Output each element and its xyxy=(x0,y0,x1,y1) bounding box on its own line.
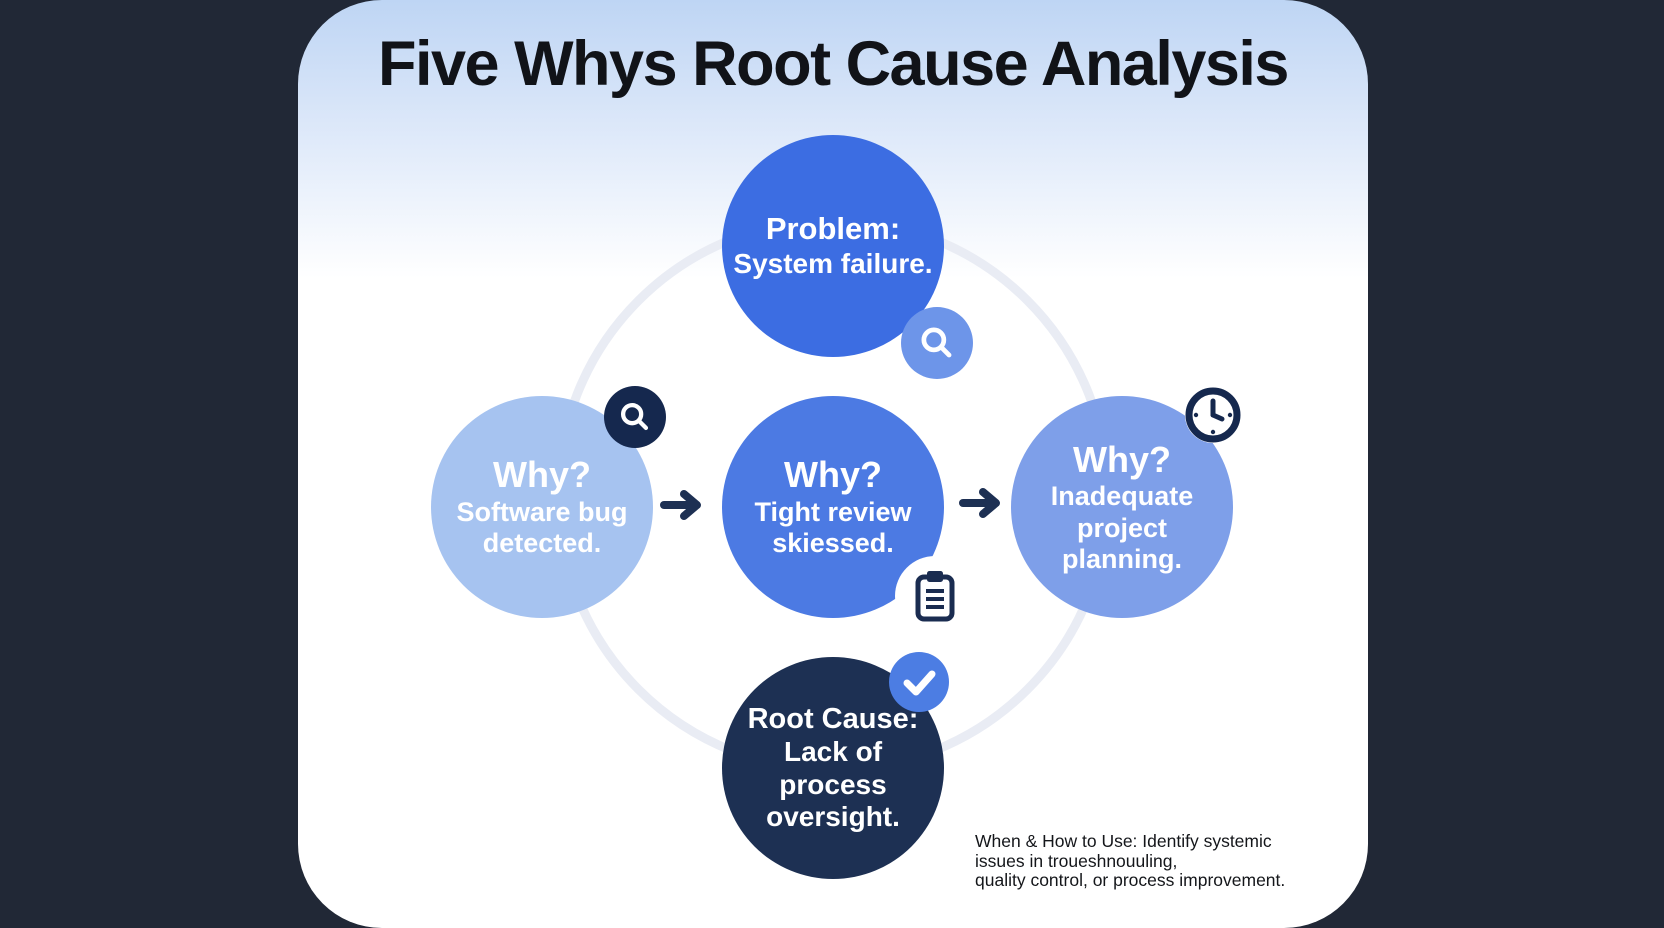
node-problem-heading: Problem: xyxy=(765,211,901,247)
node-why-1-heading: Why? xyxy=(493,454,591,496)
node-why-1-body: Software bug detected. xyxy=(456,496,628,559)
arrow-right-icon xyxy=(959,488,1000,518)
why-2-badge xyxy=(895,556,975,636)
node-why-3-body: Inadequate project planning. xyxy=(1050,481,1194,574)
check-icon xyxy=(903,670,936,696)
node-problem-body: System failure. xyxy=(733,248,933,280)
usage-footnote-line: issues in troueshnouuling, xyxy=(975,850,1178,871)
problem-badge xyxy=(901,307,973,379)
usage-footnote-line: quality control, or process improvement. xyxy=(975,870,1286,891)
usage-footnote-line: When & How to Use: Identify systemic xyxy=(975,831,1272,851)
node-why-2-heading: Why? xyxy=(784,454,882,496)
node-why-3-heading: Why? xyxy=(1073,438,1171,480)
usage-footnote: When & How to Use: Identify systemic iss… xyxy=(975,831,1335,891)
node-root-cause-heading: Root Cause: xyxy=(747,703,919,736)
node-root-cause-body: Lack of process oversight. xyxy=(766,736,900,833)
clipboard-icon xyxy=(915,571,955,622)
why-3-badge xyxy=(1185,387,1241,443)
search-icon xyxy=(620,402,649,431)
root-cause-badge xyxy=(889,652,949,712)
node-why-2-body: Tight review skiessed. xyxy=(754,496,912,559)
arrow-right-icon xyxy=(660,490,701,520)
search-icon xyxy=(921,327,952,358)
clock-icon xyxy=(1185,387,1241,443)
node-problem: Problem: System failure. xyxy=(722,135,944,357)
why-1-badge xyxy=(604,386,666,448)
diagram-title: Five Whys Root Cause Analysis xyxy=(378,29,1289,99)
